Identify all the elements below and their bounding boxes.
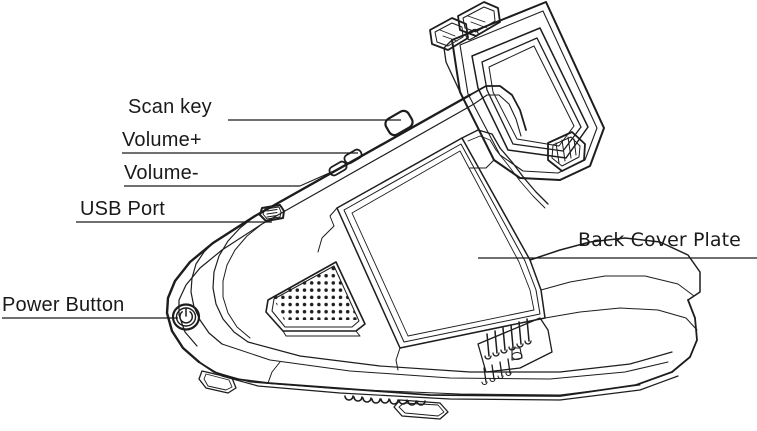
callout-leader-lines [2, 119, 757, 319]
usb-port-connector[interactable] [259, 204, 285, 222]
volume-up-button[interactable] [343, 148, 363, 165]
vent-slots [477, 317, 553, 386]
body-seams [267, 225, 401, 384]
callout-label-back-cover-plate: Back Cover Plate [578, 229, 741, 251]
scan-key-button[interactable] [383, 109, 415, 138]
callout-label-scan-key: Scan key [128, 96, 212, 118]
front-shell-contour [190, 215, 673, 380]
side-knob[interactable] [547, 131, 586, 172]
leader-volume-down [124, 169, 337, 187]
display-screen [443, 1, 605, 181]
callout-label-usb-port: USB Port [80, 198, 165, 220]
callout-label-volume-up: Volume+ [122, 129, 202, 151]
callout-label-power-button: Power Button [2, 294, 125, 316]
speaker-grille [265, 261, 366, 337]
callout-label-volume-down: Volume- [124, 162, 199, 184]
power-button[interactable] [171, 303, 201, 331]
hinge-connector [429, 1, 501, 51]
base-feet [198, 370, 449, 420]
rear-shoulder [469, 85, 701, 331]
